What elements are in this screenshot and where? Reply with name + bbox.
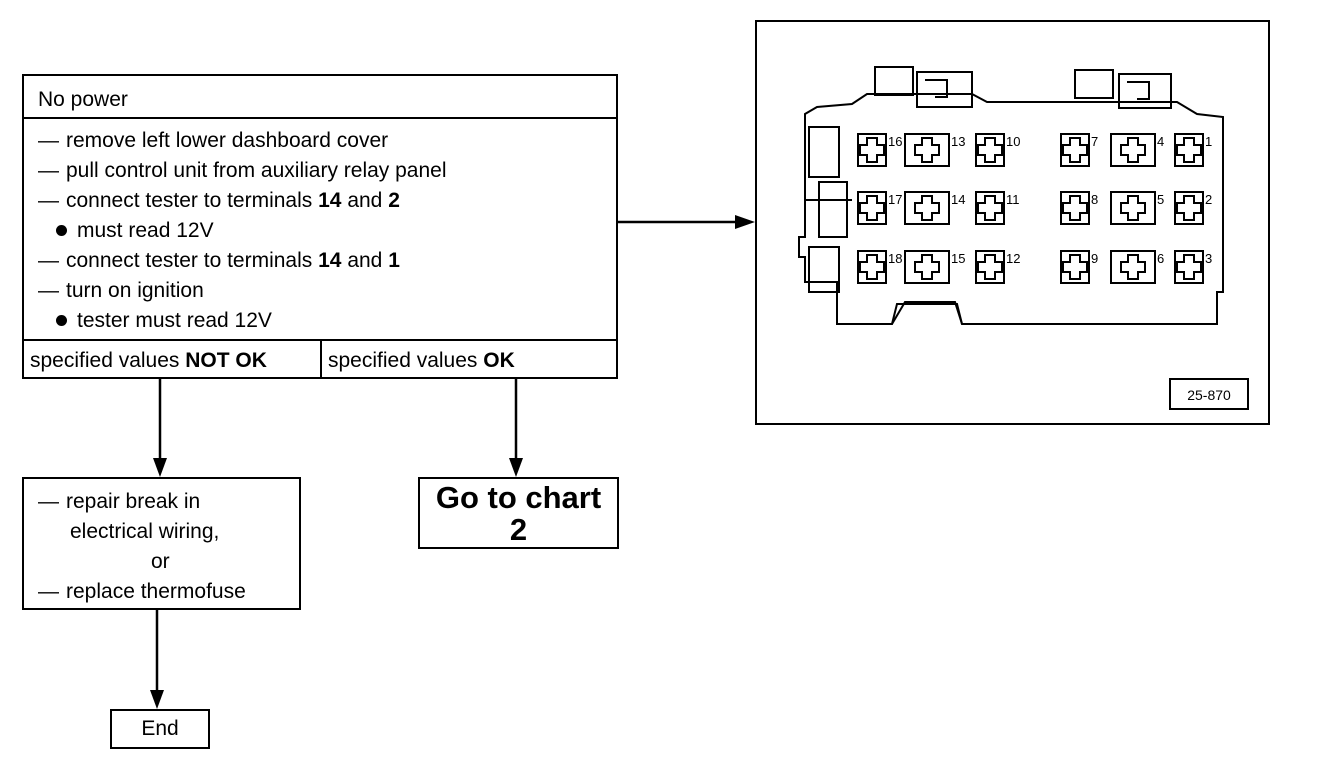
terminal-number: 11 [1006, 192, 1020, 207]
terminal-number: 5 [1157, 192, 1164, 207]
step-line: —connect tester to terminals 14 and 1 [38, 249, 400, 272]
relay-socket [1060, 250, 1090, 284]
relay-socket [1174, 133, 1204, 167]
terminal-number: 12 [1006, 251, 1020, 266]
repair-line: electrical wiring, [70, 520, 220, 543]
relay-socket [1060, 191, 1090, 225]
relay-sockets [857, 133, 1204, 284]
arrow-head [150, 690, 164, 709]
arrow-head [509, 458, 523, 477]
terminal-number: 7 [1091, 134, 1098, 149]
terminal-number: 3 [1205, 251, 1212, 266]
repair-line: —replace thermofuse [38, 580, 246, 603]
goto-line-1: Go to chart [435, 480, 602, 515]
steps-list: —remove left lower dashboard cover —pull… [38, 126, 447, 336]
terminal-number: 10 [1006, 134, 1020, 149]
repair-line: —repair break in [38, 490, 201, 513]
step-line: —pull control unit from auxiliary relay … [38, 159, 447, 182]
repair-line: or [151, 550, 170, 573]
relay-panel-illustration: 16 13 10 7 4 1 17 14 11 8 5 2 18 15 12 9 6 3 25-870 [798, 66, 1249, 410]
relay-socket [975, 250, 1005, 284]
arrow-head [735, 215, 755, 229]
relay-socket [857, 250, 887, 284]
terminal-number: 13 [951, 134, 965, 149]
relay-socket [904, 133, 950, 167]
terminal-number: 6 [1157, 251, 1164, 266]
terminal-number: 1 [1205, 134, 1212, 149]
relay-socket [1174, 250, 1204, 284]
goto-chart-box[interactable]: Go to chart 2 [418, 477, 619, 549]
relay-socket [857, 191, 887, 225]
step-line: —turn on ignition [38, 279, 204, 302]
terminal-number: 15 [951, 251, 965, 266]
relay-socket [975, 191, 1005, 225]
terminal-number: 14 [951, 192, 965, 207]
step-line: tester must read 12V [38, 306, 447, 336]
relay-socket [1174, 191, 1204, 225]
step-line: must read 12V [38, 216, 447, 246]
terminal-labels: 16 13 10 7 4 1 17 14 11 8 5 2 18 15 12 9 6 3 [888, 134, 1212, 266]
outcome-ok: specified values OK [328, 349, 515, 372]
relay-socket [904, 250, 950, 284]
arrow-head [153, 458, 167, 477]
figure-ref: 25-870 [1187, 387, 1231, 403]
title-divider [24, 117, 616, 119]
relay-socket [1110, 191, 1156, 225]
terminal-number: 16 [888, 134, 902, 149]
relay-socket [857, 133, 887, 167]
relay-socket [1110, 133, 1156, 167]
relay-socket [1060, 133, 1090, 167]
relay-panel-figure: 16 13 10 7 4 1 17 14 11 8 5 2 18 15 12 9 6 3 25-870 [755, 20, 1270, 425]
end-box: End [110, 709, 210, 749]
terminal-number: 4 [1157, 134, 1164, 149]
main-procedure-box: No power —remove left lower dashboard co… [22, 74, 618, 379]
outcome-not-ok: specified values NOT OK [30, 349, 267, 372]
relay-socket [904, 191, 950, 225]
terminal-number: 18 [888, 251, 902, 266]
relay-socket [975, 133, 1005, 167]
terminal-number: 17 [888, 192, 902, 207]
box-title: No power [38, 88, 128, 111]
terminal-number: 9 [1091, 251, 1098, 266]
outcome-separator [320, 339, 322, 377]
step-line: —remove left lower dashboard cover [38, 129, 389, 152]
goto-line-2: 2 [509, 512, 528, 547]
relay-socket [1110, 250, 1156, 284]
repair-box: —repair break in electrical wiring, or —… [22, 477, 301, 610]
terminal-number: 2 [1205, 192, 1212, 207]
step-line: —connect tester to terminals 14 and 2 [38, 189, 400, 212]
bullet-icon [56, 314, 67, 326]
end-label: End [141, 717, 179, 740]
bullet-icon [56, 224, 67, 236]
terminal-number: 8 [1091, 192, 1098, 207]
